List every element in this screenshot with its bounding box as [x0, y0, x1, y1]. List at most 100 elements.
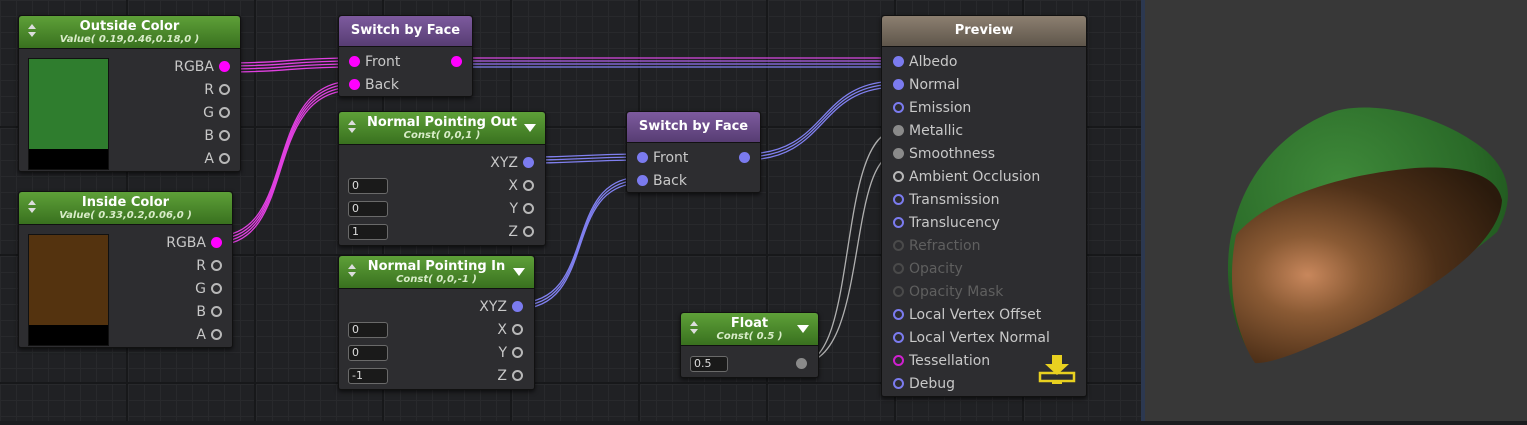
save-download-icon[interactable] [1038, 353, 1076, 385]
updown-arrows-icon[interactable] [348, 120, 356, 133]
port-label-front: Front [653, 150, 689, 166]
y-output-port[interactable] [512, 347, 523, 358]
float-value-field[interactable]: 0.5 [690, 356, 728, 372]
tessellation-input-port[interactable] [893, 355, 904, 366]
x-value-field[interactable]: 0 [348, 322, 388, 338]
switch-by-face-header[interactable]: Switch by Face [339, 16, 472, 47]
g-output-port[interactable] [211, 283, 222, 294]
switch-output-port[interactable] [451, 56, 462, 67]
local-vertex-normal-input-port[interactable] [893, 332, 904, 343]
inside-color-node[interactable]: Inside Color Value( 0.33,0.2,0.06,0 ) RG… [18, 191, 233, 348]
inside-color-header[interactable]: Inside Color Value( 0.33,0.2,0.06,0 ) [19, 192, 232, 225]
ambient-occlusion-input-port[interactable] [893, 171, 904, 182]
back-input-port[interactable] [349, 79, 360, 90]
input-label-metallic: Metallic [909, 123, 964, 139]
z-value-field[interactable]: 1 [348, 224, 388, 240]
node-title: Inside Color [81, 195, 170, 210]
port-label-r: R [204, 82, 214, 98]
y-value-field[interactable]: 0 [348, 345, 388, 361]
switch-by-face-node-2[interactable]: Switch by Face Front Back [626, 111, 761, 193]
smoothness-input-port[interactable] [893, 148, 904, 159]
dropdown-arrow-icon[interactable] [524, 124, 536, 132]
inside-color-swatch[interactable] [28, 234, 109, 346]
normal-in-header[interactable]: Normal Pointing In Const( 0,0,-1 ) [339, 256, 534, 289]
front-input-port[interactable] [637, 152, 648, 163]
normal-pointing-in-node[interactable]: Normal Pointing In Const( 0,0,-1 ) XYZ 0… [338, 255, 535, 390]
outside-color-node[interactable]: Outside Color Value( 0.19,0.46,0.18,0 ) … [18, 15, 241, 172]
refraction-input-port[interactable] [893, 240, 904, 251]
node-title: Float [730, 316, 769, 331]
dropdown-arrow-icon[interactable] [513, 268, 525, 276]
switch-by-face-node-1[interactable]: Switch by Face Front Back [338, 15, 473, 97]
transmission-input-port[interactable] [893, 194, 904, 205]
rgba-output-port[interactable] [211, 237, 222, 248]
normal-out-header[interactable]: Normal Pointing Out Const( 0,0,1 ) [339, 112, 545, 145]
opacity-input-port[interactable] [893, 263, 904, 274]
normal-input-port[interactable] [893, 79, 904, 90]
node-subtitle: Value( 0.19,0.46,0.18,0 ) [59, 34, 200, 45]
a-output-port[interactable] [211, 329, 222, 340]
y-value-field[interactable]: 0 [348, 201, 388, 217]
r-output-port[interactable] [211, 260, 222, 271]
albedo-input-port[interactable] [893, 56, 904, 67]
float-output-port[interactable] [796, 358, 807, 369]
xyz-output-port[interactable] [512, 301, 523, 312]
material-preview-pane[interactable] [1145, 0, 1527, 421]
rgba-output-port[interactable] [219, 61, 230, 72]
port-label-y: Y [498, 345, 507, 361]
port-label-back: Back [653, 173, 687, 189]
node-subtitle: Const( 0,0,-1 ) [396, 274, 477, 285]
translucency-input-port[interactable] [893, 217, 904, 228]
x-output-port[interactable] [512, 324, 523, 335]
node-title: Switch by Face [638, 119, 749, 134]
input-label-local-vertex-offset: Local Vertex Offset [909, 307, 1042, 323]
node-subtitle: Value( 0.33,0.2,0.06,0 ) [59, 210, 192, 221]
outside-color-header[interactable]: Outside Color Value( 0.19,0.46,0.18,0 ) [19, 16, 240, 49]
preview-header[interactable]: Preview [882, 16, 1086, 47]
input-label-translucency: Translucency [909, 215, 1000, 231]
updown-arrows-icon[interactable] [28, 200, 36, 213]
r-output-port[interactable] [219, 84, 230, 95]
metallic-input-port[interactable] [893, 125, 904, 136]
x-value-field[interactable]: 0 [348, 178, 388, 194]
normal-pointing-out-node[interactable]: Normal Pointing Out Const( 0,0,1 ) XYZ 0… [338, 111, 546, 246]
b-output-port[interactable] [219, 130, 230, 141]
z-output-port[interactable] [523, 226, 534, 237]
updown-arrows-icon[interactable] [690, 321, 698, 334]
y-output-port[interactable] [523, 203, 534, 214]
input-label-local-vertex-normal: Local Vertex Normal [909, 330, 1050, 346]
updown-arrows-icon[interactable] [348, 264, 356, 277]
switch-output-port[interactable] [739, 152, 750, 163]
port-label-x: X [497, 322, 507, 338]
z-value-field[interactable]: -1 [348, 368, 388, 384]
a-output-port[interactable] [219, 153, 230, 164]
node-title: Outside Color [79, 19, 180, 34]
port-label-b: B [196, 304, 206, 320]
xyz-output-port[interactable] [523, 157, 534, 168]
z-output-port[interactable] [512, 370, 523, 381]
debug-input-port[interactable] [893, 378, 904, 389]
back-input-port[interactable] [637, 175, 648, 186]
float-node[interactable]: Float Const( 0.5 ) 0.5 [680, 312, 819, 378]
switch-by-face-header[interactable]: Switch by Face [627, 112, 760, 143]
float-header[interactable]: Float Const( 0.5 ) [681, 313, 818, 346]
panel-divider[interactable] [1141, 0, 1145, 421]
node-subtitle: Const( 0.5 ) [716, 331, 783, 342]
outside-color-swatch[interactable] [28, 58, 109, 170]
opacity-mask-input-port[interactable] [893, 286, 904, 297]
port-label-g: G [203, 105, 214, 121]
g-output-port[interactable] [219, 107, 230, 118]
port-label-rgba: RGBA [166, 235, 206, 251]
preview-node[interactable]: Preview Albedo Normal Emission Metallic … [881, 15, 1087, 397]
updown-arrows-icon[interactable] [28, 24, 36, 37]
x-output-port[interactable] [523, 180, 534, 191]
front-input-port[interactable] [349, 56, 360, 67]
local-vertex-offset-input-port[interactable] [893, 309, 904, 320]
port-label-rgba: RGBA [174, 59, 214, 75]
node-title: Normal Pointing Out [367, 115, 517, 130]
emission-input-port[interactable] [893, 102, 904, 113]
b-output-port[interactable] [211, 306, 222, 317]
input-label-smoothness: Smoothness [909, 146, 996, 162]
port-label-g: G [195, 281, 206, 297]
dropdown-arrow-icon[interactable] [797, 325, 809, 333]
